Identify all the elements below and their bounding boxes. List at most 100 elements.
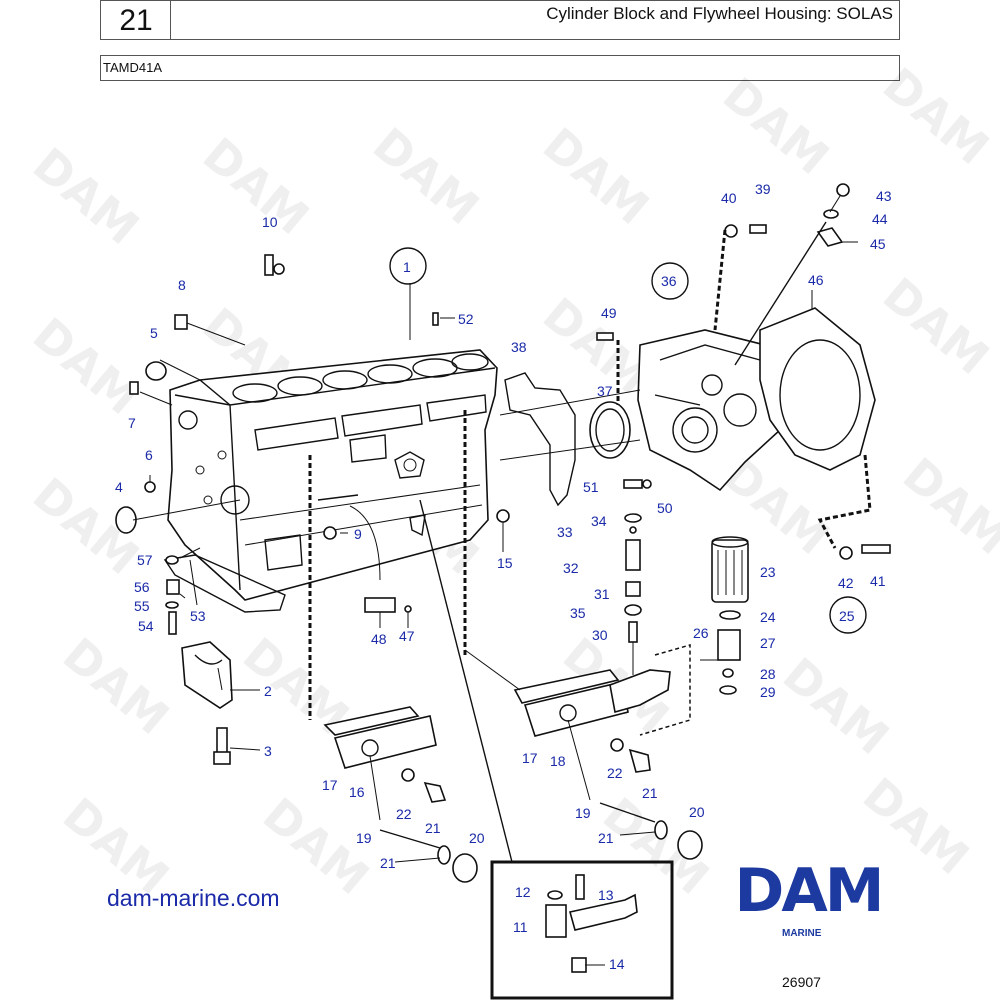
- callout-20b: 20: [689, 804, 705, 820]
- callout-19b: 19: [575, 805, 591, 821]
- watermark: DAM: [23, 137, 149, 255]
- watermark: DAM: [23, 307, 149, 425]
- callout-26: 26: [693, 625, 709, 641]
- callout-48: 48: [371, 631, 387, 647]
- callout-44: 44: [872, 211, 888, 227]
- watermark: DAM: [873, 57, 999, 175]
- watermark: DAM: [773, 647, 899, 765]
- callout-8: 8: [178, 277, 186, 293]
- callout-circle-1: [389, 247, 427, 285]
- callout-21c: 21: [642, 785, 658, 801]
- callout-34: 34: [591, 513, 607, 529]
- callout-42: 42: [838, 575, 854, 591]
- dam-marine-logo: DAM MARINE: [718, 856, 898, 942]
- callout-2: 2: [264, 683, 272, 699]
- callout-45: 45: [870, 236, 886, 252]
- gasket-53: [163, 554, 286, 613]
- model-box: TAMD41A: [100, 55, 900, 81]
- callout-36: 36: [661, 273, 677, 289]
- watermark: DAM: [363, 117, 489, 235]
- watermark: DAM: [193, 127, 319, 245]
- callout-circle-36: [651, 262, 689, 300]
- timing-gasket-38: [504, 372, 576, 507]
- website-link[interactable]: dam-marine.com: [107, 885, 280, 911]
- watermark: DAM: [53, 627, 179, 745]
- callout-6: 6: [145, 447, 153, 463]
- callout-33: 33: [557, 524, 573, 540]
- side-covers: [308, 410, 629, 769]
- main-bearing-cap: [181, 641, 233, 765]
- callout-circle-25: [829, 596, 867, 634]
- callout-14: 14: [609, 956, 625, 972]
- callout-10: 10: [262, 214, 278, 230]
- oil-seal-37: [589, 401, 631, 459]
- callout-5: 5: [150, 325, 158, 341]
- engine-model: TAMD41A: [103, 60, 162, 75]
- callout-labels: 1 2 3 4 5 6 7 8 9 10 11 12 13 14 15 16 1…: [115, 181, 892, 972]
- callout-40: 40: [721, 190, 737, 206]
- callout-12: 12: [515, 884, 531, 900]
- top-right-parts: [596, 183, 891, 560]
- callout-39: 39: [755, 181, 771, 197]
- callout-16: 16: [349, 784, 365, 800]
- logo-subtext: MARINE: [782, 928, 822, 939]
- callout-4: 4: [115, 479, 123, 495]
- callout-38: 38: [511, 339, 527, 355]
- callout-19a: 19: [356, 830, 372, 846]
- callout-29: 29: [760, 684, 776, 700]
- callout-32: 32: [563, 560, 579, 576]
- left-small-parts: [115, 254, 510, 635]
- callout-9: 9: [354, 526, 362, 542]
- page-number: 21: [100, 0, 172, 40]
- detail-inset: [419, 499, 674, 1000]
- flywheel-cover: [759, 290, 876, 471]
- callout-27: 27: [760, 635, 776, 651]
- callout-30: 30: [592, 627, 608, 643]
- callout-20a: 20: [469, 830, 485, 846]
- callout-51: 51: [583, 479, 599, 495]
- callout-15: 15: [497, 555, 513, 571]
- watermark: DAM: [873, 267, 999, 385]
- callout-56: 56: [134, 579, 150, 595]
- callout-53: 53: [190, 608, 206, 624]
- callout-17b: 17: [522, 750, 538, 766]
- callout-41: 41: [870, 573, 886, 589]
- callout-55: 55: [134, 598, 150, 614]
- oil-pipe-assembly: [609, 479, 691, 736]
- watermark: DAM: [713, 67, 839, 185]
- callout-28: 28: [760, 666, 776, 682]
- callout-1: 1: [403, 259, 411, 275]
- callout-22a: 22: [396, 806, 412, 822]
- callout-21b: 21: [380, 855, 396, 871]
- callout-52: 52: [458, 311, 474, 327]
- callout-31: 31: [594, 586, 610, 602]
- callout-21a: 21: [425, 820, 441, 836]
- oil-filter-assembly: [700, 536, 749, 695]
- callout-21d: 21: [598, 830, 614, 846]
- cylinder-block: [167, 349, 498, 601]
- callout-22b: 22: [607, 765, 623, 781]
- callout-11: 11: [513, 919, 528, 935]
- watermark: DAM: [533, 117, 659, 235]
- callout-3: 3: [264, 743, 272, 759]
- callout-57: 57: [137, 552, 153, 568]
- bolt-set-right: [567, 719, 703, 860]
- callout-43: 43: [876, 188, 892, 204]
- watermark: DAM: [893, 447, 1000, 565]
- callout-17a: 17: [322, 777, 338, 793]
- callout-24: 24: [760, 609, 776, 625]
- watermark-layer: DAM DAM DAM DAM DAM DAM DAM DAM DAM DAM …: [23, 57, 1000, 905]
- callout-50: 50: [657, 500, 673, 516]
- callout-23: 23: [760, 564, 776, 580]
- bolt-set-left: [369, 755, 478, 883]
- flywheel-housing: [499, 329, 786, 492]
- callout-25: 25: [839, 608, 855, 624]
- callout-46: 46: [808, 272, 824, 288]
- drawing-number: 26907: [782, 974, 821, 990]
- callout-47: 47: [399, 628, 415, 644]
- callout-54: 54: [138, 618, 154, 634]
- callout-35: 35: [570, 605, 586, 621]
- callout-7: 7: [128, 415, 136, 431]
- title-box: Cylinder Block and Flywheel Housing: SOL…: [170, 0, 900, 40]
